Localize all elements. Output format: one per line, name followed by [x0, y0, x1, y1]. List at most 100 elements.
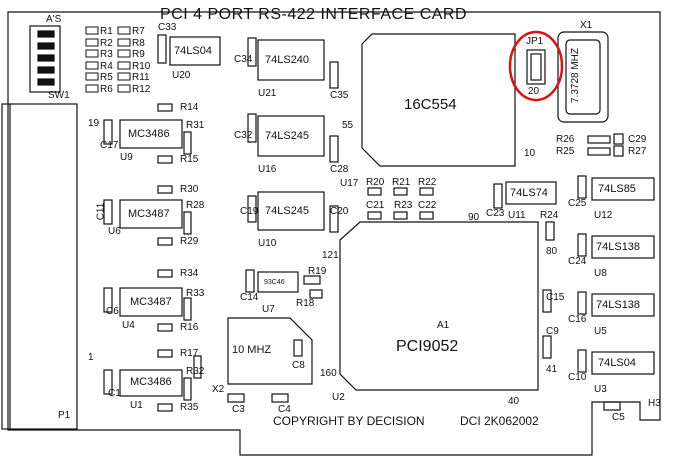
part-number: DCI 2K062002 [460, 414, 539, 428]
highlight-circle [508, 30, 564, 102]
label-c4: C4 [278, 404, 291, 415]
label-c28: C28 [330, 164, 349, 175]
chip-u8 [591, 235, 655, 259]
label-xtal: 7.3728 MHZ [570, 47, 582, 104]
label-u11-chip: 74LS74 [510, 187, 548, 199]
label-pin80: 80 [546, 246, 558, 257]
label-c19: C19 [240, 206, 259, 217]
label-u8-chip: 74LS138 [596, 241, 641, 253]
label-pin41: 41 [546, 364, 558, 375]
label-r29: R29 [180, 236, 199, 247]
label-u10-chip: 74LS245 [265, 205, 310, 217]
chip-u20 [169, 36, 221, 66]
chip-u4 [119, 287, 183, 317]
label-r9: R9 [132, 49, 145, 60]
label-c11: C11 [95, 202, 107, 221]
label-u17: U17 [340, 178, 359, 189]
label-pin20: 20 [528, 86, 540, 97]
label-r2: R2 [100, 38, 113, 49]
label-u20-chip: 74LS04 [174, 45, 212, 57]
label-u8: U8 [594, 268, 607, 279]
chip-u5 [591, 293, 655, 317]
label-r7: R7 [132, 26, 145, 37]
chip-u3 [591, 351, 655, 375]
label-r11: R11 [132, 72, 150, 83]
label-u20: U20 [172, 70, 191, 81]
label-u16: U16 [258, 164, 277, 175]
label-jp1: JP1 [526, 36, 544, 47]
board-title: PCI 4 PORT RS-422 INTERFACE CARD [160, 6, 468, 23]
label-u16-chip: 74LS245 [265, 130, 310, 142]
label-u9-chip: MC3486 [128, 128, 170, 140]
label-u6-chip: MC3487 [128, 208, 170, 220]
label-r21: R21 [392, 177, 411, 188]
label-u12-chip: 74LS85 [598, 183, 636, 195]
label-c17: C17 [100, 140, 119, 151]
label-u3-chip: 74LS04 [598, 357, 636, 369]
label-pin40: 40 [508, 396, 520, 407]
resistor-array [85, 26, 131, 93]
label-c22: C22 [418, 200, 437, 211]
label-r3: R3 [100, 49, 113, 60]
label-c3: C3 [232, 404, 245, 415]
board-outline [7, 11, 661, 456]
chip-u9 [119, 119, 183, 149]
chip-u21 [257, 39, 325, 81]
chip-u1 [119, 369, 183, 397]
label-c9: C9 [546, 326, 559, 337]
oscillator [227, 317, 313, 385]
chip-u11 [505, 181, 557, 205]
dip-switch-sw1 [29, 25, 61, 93]
label-c33: C33 [158, 22, 177, 33]
label-pin90: 90 [468, 212, 480, 223]
label-r24: R24 [540, 210, 559, 221]
label-c32: C32 [234, 130, 253, 141]
chip-u17 [361, 33, 516, 167]
label-u5-chip: 74LS138 [596, 299, 641, 311]
label-u3: U3 [594, 384, 607, 395]
chip-u12 [591, 177, 655, 201]
chip-u7 [257, 271, 299, 293]
label-r34: R34 [180, 268, 199, 279]
label-u11: U11 [508, 210, 526, 221]
label-c1: C1 [108, 388, 121, 399]
label-u1-chip: MC3486 [130, 376, 172, 388]
label-c10: C10 [568, 372, 587, 383]
label-c23: C23 [486, 208, 505, 219]
jumper-jp1 [526, 49, 546, 85]
label-r32: R32 [186, 366, 205, 377]
label-r15: R15 [180, 154, 199, 165]
label-pin19: 19 [88, 118, 100, 129]
label-r10: R10 [132, 61, 151, 72]
label-c14: C14 [240, 292, 259, 303]
label-u17-chip: 16C554 [404, 96, 457, 113]
label-h3: H3 [648, 398, 661, 409]
connector-p1 [1, 103, 78, 430]
label-r25: R25 [556, 146, 575, 157]
label-u12: U12 [594, 210, 613, 221]
label-p1: P1 [58, 410, 71, 421]
label-r6: R6 [100, 84, 113, 95]
label-r18: R18 [296, 298, 315, 309]
chip-u16 [257, 115, 325, 157]
label-a1: A1 [437, 320, 450, 331]
label-x2: X2 [212, 384, 225, 395]
label-r31: R31 [186, 120, 205, 131]
label-sw1: SW1 [48, 90, 70, 101]
label-c35: C35 [330, 90, 349, 101]
label-c8: C8 [292, 360, 305, 371]
label-r27: R27 [628, 146, 647, 157]
label-u10: U10 [258, 238, 277, 249]
label-u4: U4 [122, 320, 135, 331]
label-c29: C29 [628, 134, 647, 145]
label-r22: R22 [418, 177, 437, 188]
label-r4: R4 [100, 61, 113, 72]
label-as: A'S [46, 14, 62, 25]
chip-u6 [119, 199, 183, 229]
label-r5: R5 [100, 72, 113, 83]
label-r12: R12 [132, 84, 151, 95]
label-r17: R17 [180, 348, 199, 359]
label-r8: R8 [132, 38, 145, 49]
